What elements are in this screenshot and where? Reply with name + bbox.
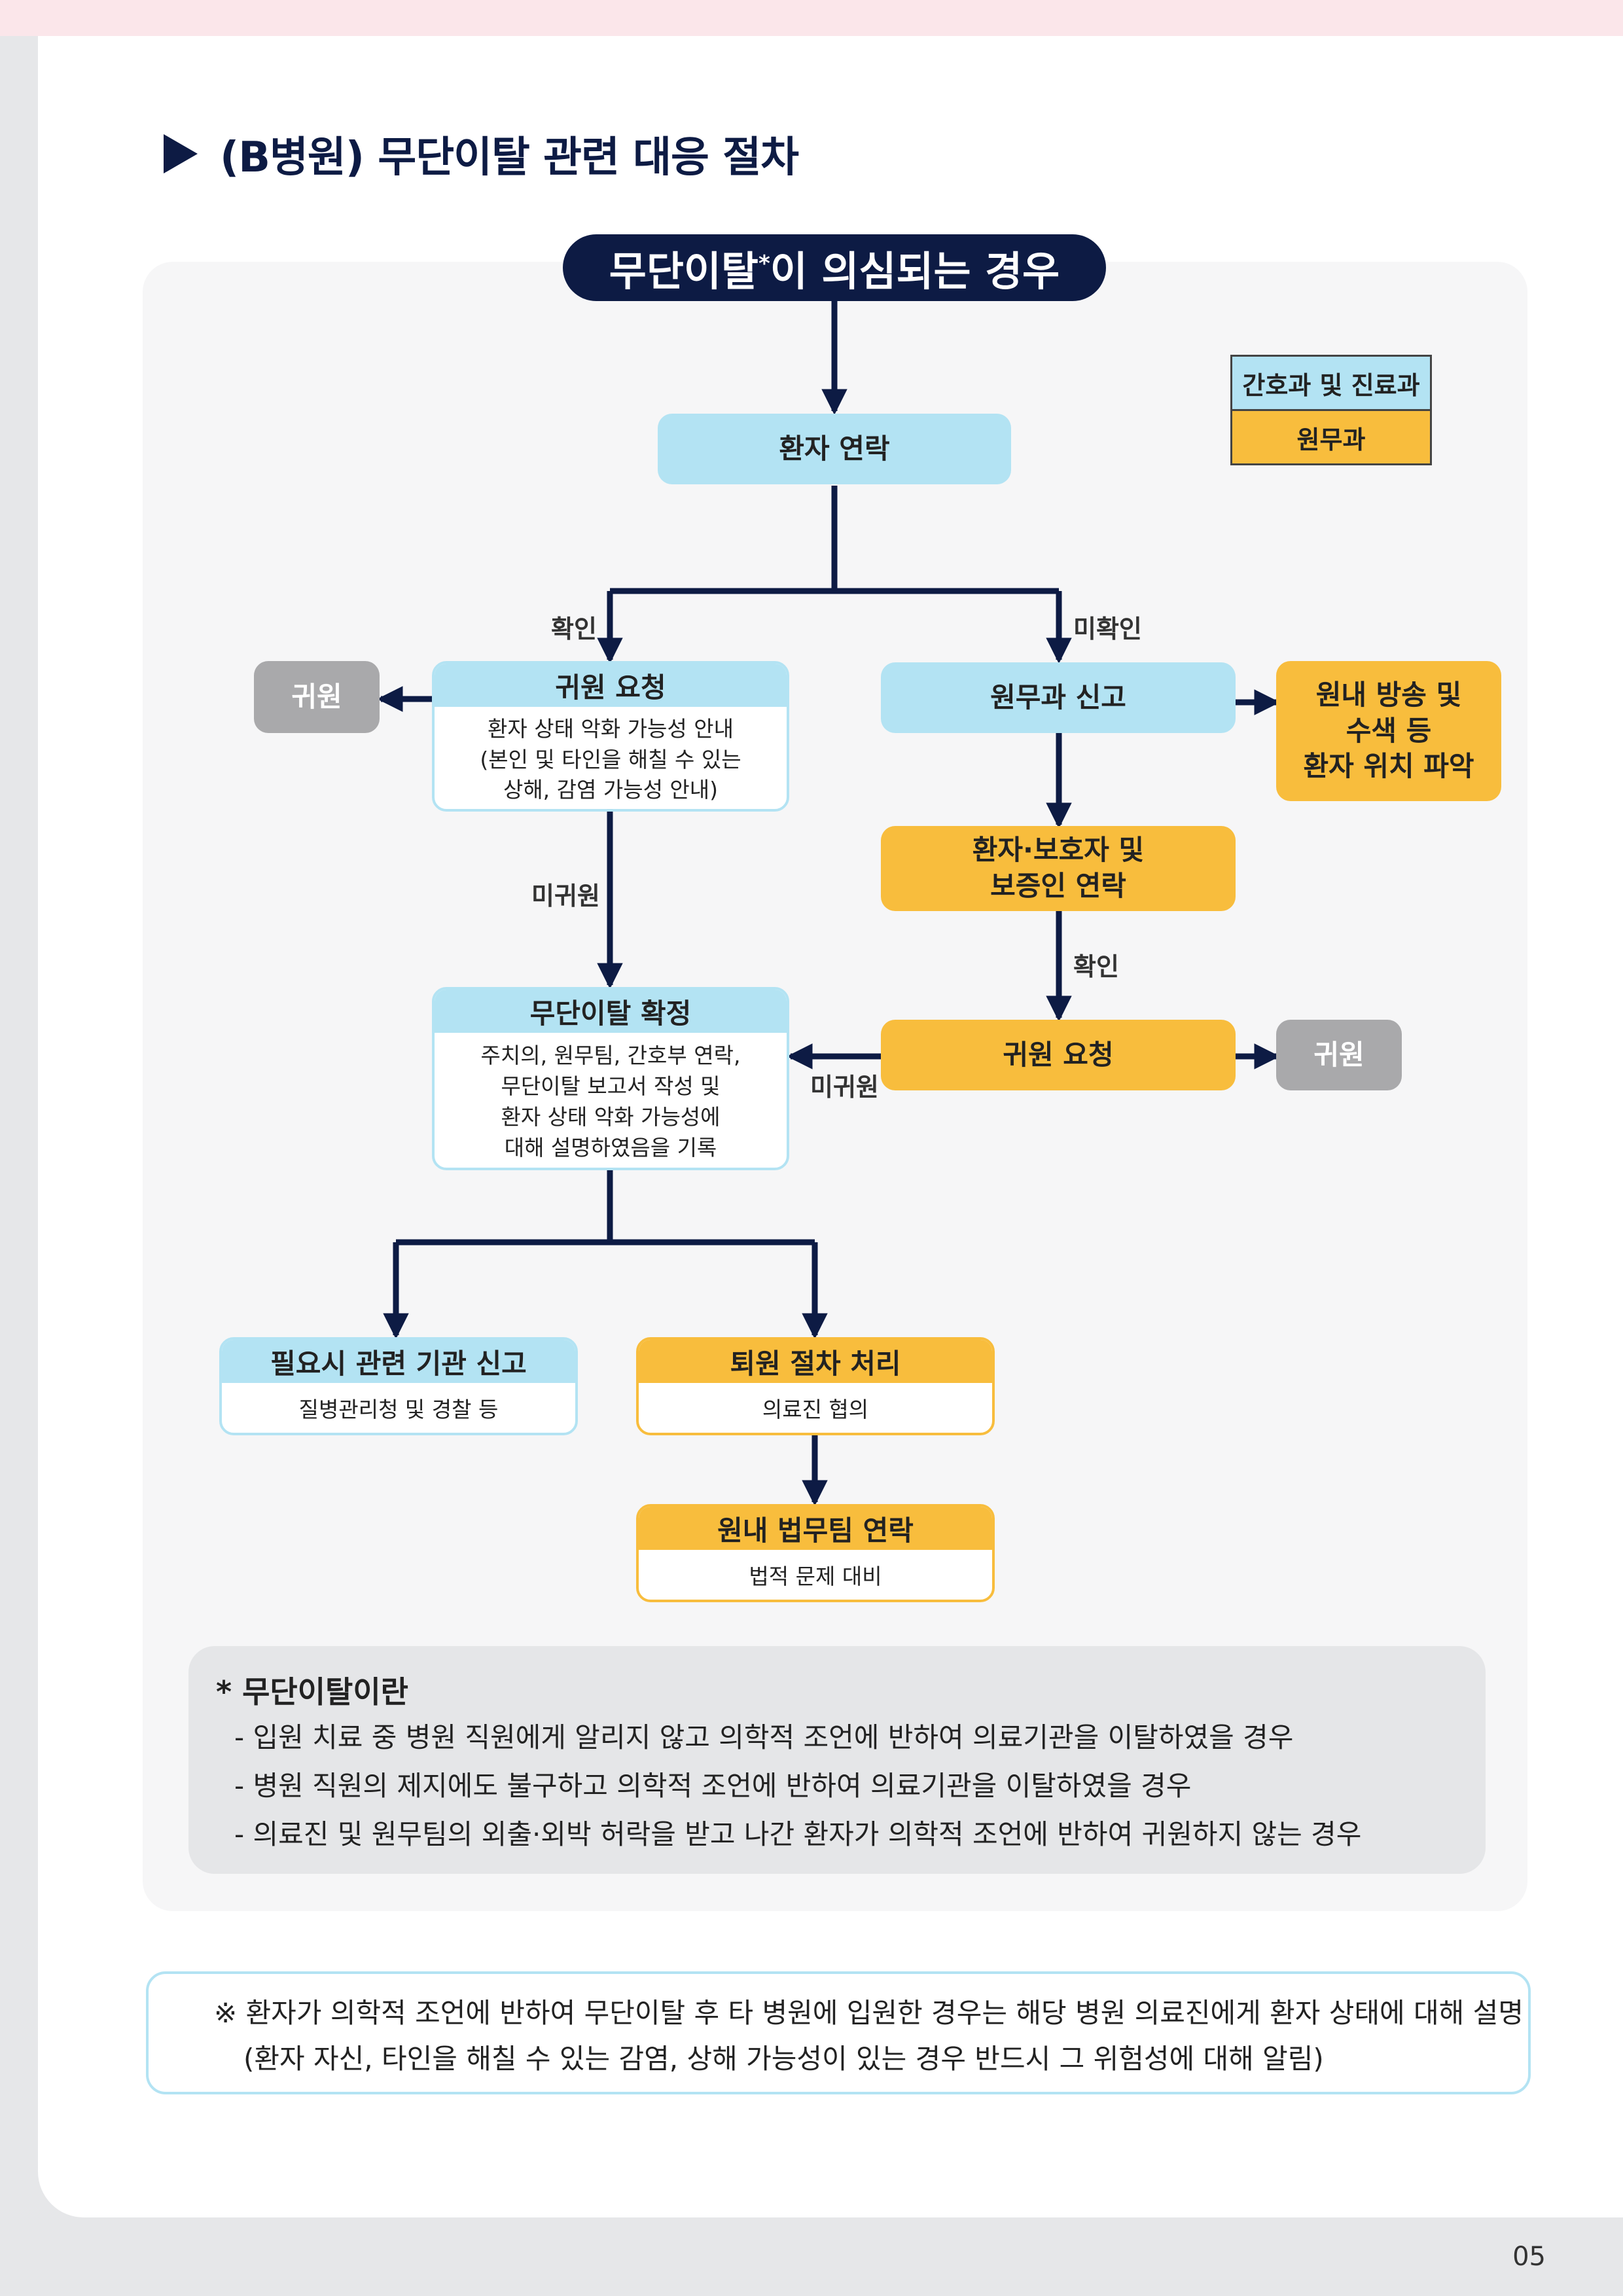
start-node-asterisk: * bbox=[758, 251, 770, 277]
label-unconfirmed: 미확인 bbox=[1073, 615, 1142, 643]
node-guardian-contact-line: 보증인 연락 bbox=[990, 870, 1126, 902]
node-legal-team-title: 원내 법무팀 연락 bbox=[639, 1507, 992, 1550]
section-title: (B병원) 무단이탈 관련 대응 절차 bbox=[164, 128, 799, 182]
node-confirm-line: 대해 설명하였음을 기록 bbox=[504, 1134, 717, 1160]
node-confirm-absconding: 무단이탈 확정 주치의, 원무팀, 간호부 연락, 무단이탈 보고서 작성 및 … bbox=[432, 987, 789, 1170]
node-broadcast-line: 환자 위치 파악 bbox=[1303, 750, 1474, 783]
node-return-left: 귀원 bbox=[254, 661, 380, 733]
node-broadcast-search: 원내 방송 및 수색 등 환자 위치 파악 bbox=[1276, 661, 1501, 801]
node-request-return-title: 귀원 요청 bbox=[435, 664, 787, 707]
label-not-returned-2: 미귀원 bbox=[810, 1073, 879, 1102]
label-not-returned-1: 미귀원 bbox=[531, 882, 600, 910]
node-legal-team: 원내 법무팀 연락 법적 문제 대비 bbox=[636, 1504, 995, 1602]
definition-item: - 의료진 및 원무팀의 외출·외박 허락을 받고 나간 환자가 의학적 조언에… bbox=[234, 1818, 1362, 1850]
start-node-rest: 이 의심되는 경우 bbox=[770, 247, 1060, 295]
node-guardian-contact: 환자·보호자 및 보증인 연락 bbox=[881, 826, 1236, 911]
node-confirm-absconding-body: 주치의, 원무팀, 간호부 연락, 무단이탈 보고서 작성 및 환자 상태 악화… bbox=[435, 1033, 787, 1168]
node-confirm-line: 환자 상태 악화 가능성에 bbox=[501, 1104, 721, 1130]
note-line-1: ※ 환자가 의학적 조언에 반하여 무단이탈 후 타 병원에 입원한 경우는 해… bbox=[214, 1997, 1524, 2029]
node-report-admin: 원무과 신고 bbox=[881, 662, 1236, 733]
node-request-return-body: 환자 상태 악화 가능성 안내 (본인 및 타인을 해칠 수 있는 상해, 감염… bbox=[435, 707, 787, 809]
node-report-agency-body: 질병관리청 및 경찰 등 bbox=[298, 1396, 499, 1422]
node-request-return-line: (본인 및 타인을 해칠 수 있는 bbox=[480, 746, 741, 772]
node-confirm-line: 주치의, 원무팀, 간호부 연락, bbox=[480, 1043, 741, 1069]
node-request-return-2: 귀원 요청 bbox=[881, 1020, 1236, 1090]
node-guardian-contact-line: 환자·보호자 및 bbox=[972, 834, 1145, 867]
definition-item: - 병원 직원의 제지에도 불구하고 의학적 조언에 반하여 의료기관을 이탈하… bbox=[234, 1770, 1192, 1802]
start-node: 무단이탈*이 의심되는 경우 bbox=[563, 234, 1106, 301]
top-band bbox=[0, 0, 1623, 36]
legend-nursing: 간호과 및 진료과 bbox=[1232, 357, 1430, 411]
legend: 간호과 및 진료과 원무과 bbox=[1230, 355, 1432, 465]
node-broadcast-line: 수색 등 bbox=[1346, 714, 1432, 747]
definition-box: * 무단이탈이란 - 입원 치료 중 병원 직원에게 알리지 않고 의학적 조언… bbox=[188, 1646, 1486, 1874]
label-confirmed: 확인 bbox=[551, 615, 597, 643]
node-confirm-absconding-title: 무단이탈 확정 bbox=[435, 990, 787, 1033]
node-request-return: 귀원 요청 환자 상태 악화 가능성 안내 (본인 및 타인을 해칠 수 있는 … bbox=[432, 661, 789, 812]
start-node-main: 무단이탈 bbox=[609, 247, 758, 295]
page-number: 05 bbox=[1512, 2242, 1546, 2272]
note-line-2: (환자 자신, 타인을 해칠 수 있는 감염, 상해 가능성이 있는 경우 반드… bbox=[243, 2043, 1324, 2075]
definition-title: * 무단이탈이란 bbox=[216, 1674, 408, 1710]
triangle-bullet-icon bbox=[164, 134, 198, 173]
node-discharge-process-title: 퇴원 절차 처리 bbox=[639, 1340, 992, 1383]
page-title: (B병원) 무단이탈 관련 대응 절차 bbox=[220, 134, 799, 182]
node-legal-team-body: 법적 문제 대비 bbox=[749, 1563, 882, 1589]
node-report-agency: 필요시 관련 기관 신고 질병관리청 및 경찰 등 bbox=[219, 1337, 578, 1435]
node-patient-contact: 환자 연락 bbox=[658, 414, 1011, 484]
node-broadcast-line: 원내 방송 및 bbox=[1315, 679, 1462, 711]
node-discharge-process-body: 의료진 협의 bbox=[762, 1396, 869, 1422]
node-discharge-process: 퇴원 절차 처리 의료진 협의 bbox=[636, 1337, 995, 1435]
definition-item: - 입원 치료 중 병원 직원에게 알리지 않고 의학적 조언에 반하여 의료기… bbox=[234, 1721, 1294, 1753]
node-confirm-line: 무단이탈 보고서 작성 및 bbox=[501, 1073, 721, 1100]
node-request-return-line: 환자 상태 악화 가능성 안내 bbox=[488, 715, 734, 742]
node-request-return-line: 상해, 감염 가능성 안내) bbox=[503, 777, 719, 803]
note-box: ※ 환자가 의학적 조언에 반하여 무단이탈 후 타 병원에 입원한 경우는 해… bbox=[146, 1971, 1531, 2094]
split-confirm bbox=[396, 1167, 815, 1246]
legend-admin: 원무과 bbox=[1232, 411, 1430, 463]
node-return-right: 귀원 bbox=[1276, 1020, 1402, 1090]
node-report-agency-title: 필요시 관련 기관 신고 bbox=[222, 1340, 575, 1383]
split-contact bbox=[610, 486, 1059, 594]
label-confirmed-2: 확인 bbox=[1073, 952, 1119, 981]
